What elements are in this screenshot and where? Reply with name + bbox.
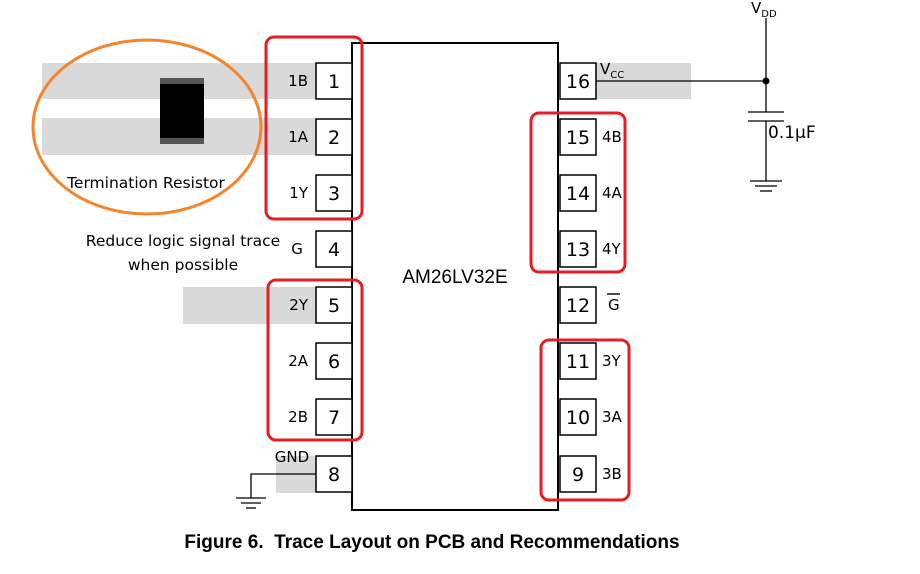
left-pin-1: 1 1B [288,62,353,100]
right-pin-12: 12 G [559,286,620,324]
highlight-boxes [264,35,631,502]
vdd-label-main: V [751,0,762,17]
pin-label: 3A [602,408,623,426]
right-pin-10: 10 3A [559,398,623,436]
pin-number: 16 [566,71,590,93]
pin-label-sub: CC [610,70,624,81]
termination-resistor-label: Termination Resistor [66,174,225,192]
pin-number: 3 [328,183,340,205]
pin-label: 2Y [289,296,309,314]
pin-label: 4A [602,184,623,202]
pin-label: G [291,240,303,258]
vdd-label-sub: DD [761,9,777,20]
pin-label: 2B [288,408,308,426]
pin-label: 1B [288,72,308,90]
pin-label-main: V [600,60,611,78]
pin-number: 6 [328,351,340,373]
pin-label: 2A [288,352,309,370]
right-pin-11: 11 3Y [559,342,622,380]
pin-number: 9 [572,464,584,486]
pin-label: 4Y [602,240,622,258]
pin-label: 4B [602,128,622,146]
pin-label: VCC [600,60,624,81]
right-pin-16: 16 VCC [559,60,624,100]
termination-resistor-pad-bottom [160,138,204,144]
trace-note-line1: Reduce logic signal trace [86,232,280,250]
highlight-pins-13-15 [529,111,627,274]
pin-label: G [608,296,620,314]
termination-resistor-body [160,80,204,142]
vcc-junction-dot [762,77,770,85]
vcc-wiring [596,18,784,192]
chip-body [351,42,559,511]
left-pin-6: 6 2A [288,342,353,380]
pin-number: 15 [566,127,590,149]
pin-label: 1Y [289,184,309,202]
pin-label: 3B [602,465,622,483]
termination-resistor-circle [31,38,263,216]
pin-number: 11 [566,351,590,373]
right-pin-13: 13 4Y [559,230,622,268]
pin-label: 3Y [602,352,622,370]
trace-note-line2: when possible [128,256,238,274]
left-pin-3: 3 1Y [289,174,353,212]
pin-label: 1A [288,128,309,146]
highlight-pins-9-11 [539,338,631,502]
left-pin-2: 2 1A [288,118,353,156]
pin-number: 10 [566,407,590,429]
pin-number: 14 [566,183,590,205]
pin-number: 12 [566,295,590,317]
right-pin-9: 9 3B [559,455,622,493]
pin-label: GND [275,448,309,466]
highlight-pins-1-3 [264,35,364,221]
figure-caption: Figure 6. Trace Layout on PCB and Recomm… [184,532,679,553]
capacitor-value: 0.1µF [768,123,816,143]
right-pin-14: 14 4A [559,174,623,212]
right-pin-15: 15 4B [559,118,622,156]
vdd-label: VDD [751,0,777,20]
pin-number: 13 [566,239,590,261]
pin-number: 8 [328,464,340,486]
pin-number: 1 [328,71,340,93]
pin-number: 4 [328,239,340,261]
gnd-wire [236,473,316,509]
pin-number: 5 [328,295,340,317]
left-pin-7: 7 2B [288,398,353,436]
pin-number: 2 [328,127,340,149]
chip-name: AM26LV32E [402,267,507,288]
left-pin-8: 8 GND [275,448,353,493]
left-pin-5: 5 2Y [289,286,353,324]
left-pin-4: 4 G [291,230,353,268]
highlight-pins-5-7 [266,278,364,442]
trace-2y [183,287,316,324]
termination-resistor-pad-top [160,78,204,84]
pin-number: 7 [328,407,340,429]
